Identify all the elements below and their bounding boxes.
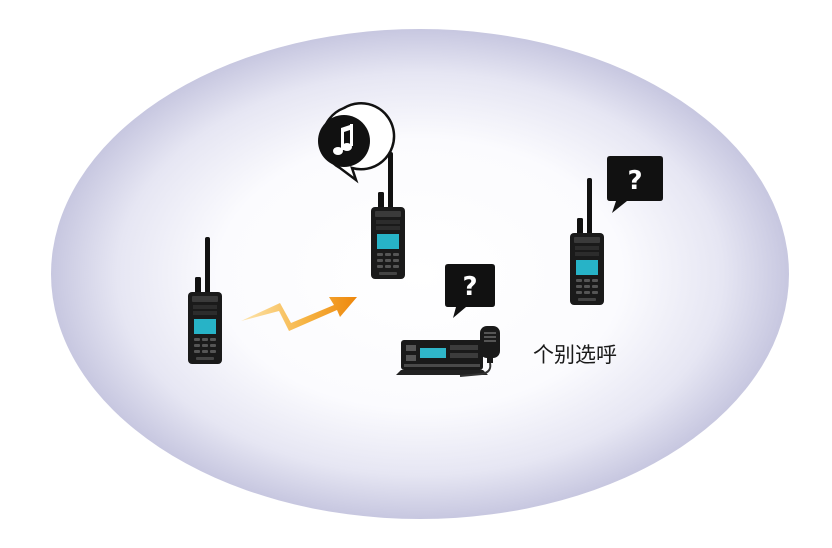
background-oval (51, 29, 789, 519)
music-bubble (318, 102, 396, 184)
signal-arrow-icon (241, 297, 357, 331)
music-note-icon (333, 124, 353, 155)
question-bubble-center: ? (445, 264, 495, 318)
question-bubble-right: ? (607, 156, 663, 213)
question-mark-center: ? (462, 272, 477, 302)
caption-individual-call: 个别选呼 (533, 343, 617, 367)
base-station-radio-icon (396, 326, 500, 377)
question-mark-right: ? (627, 166, 642, 196)
